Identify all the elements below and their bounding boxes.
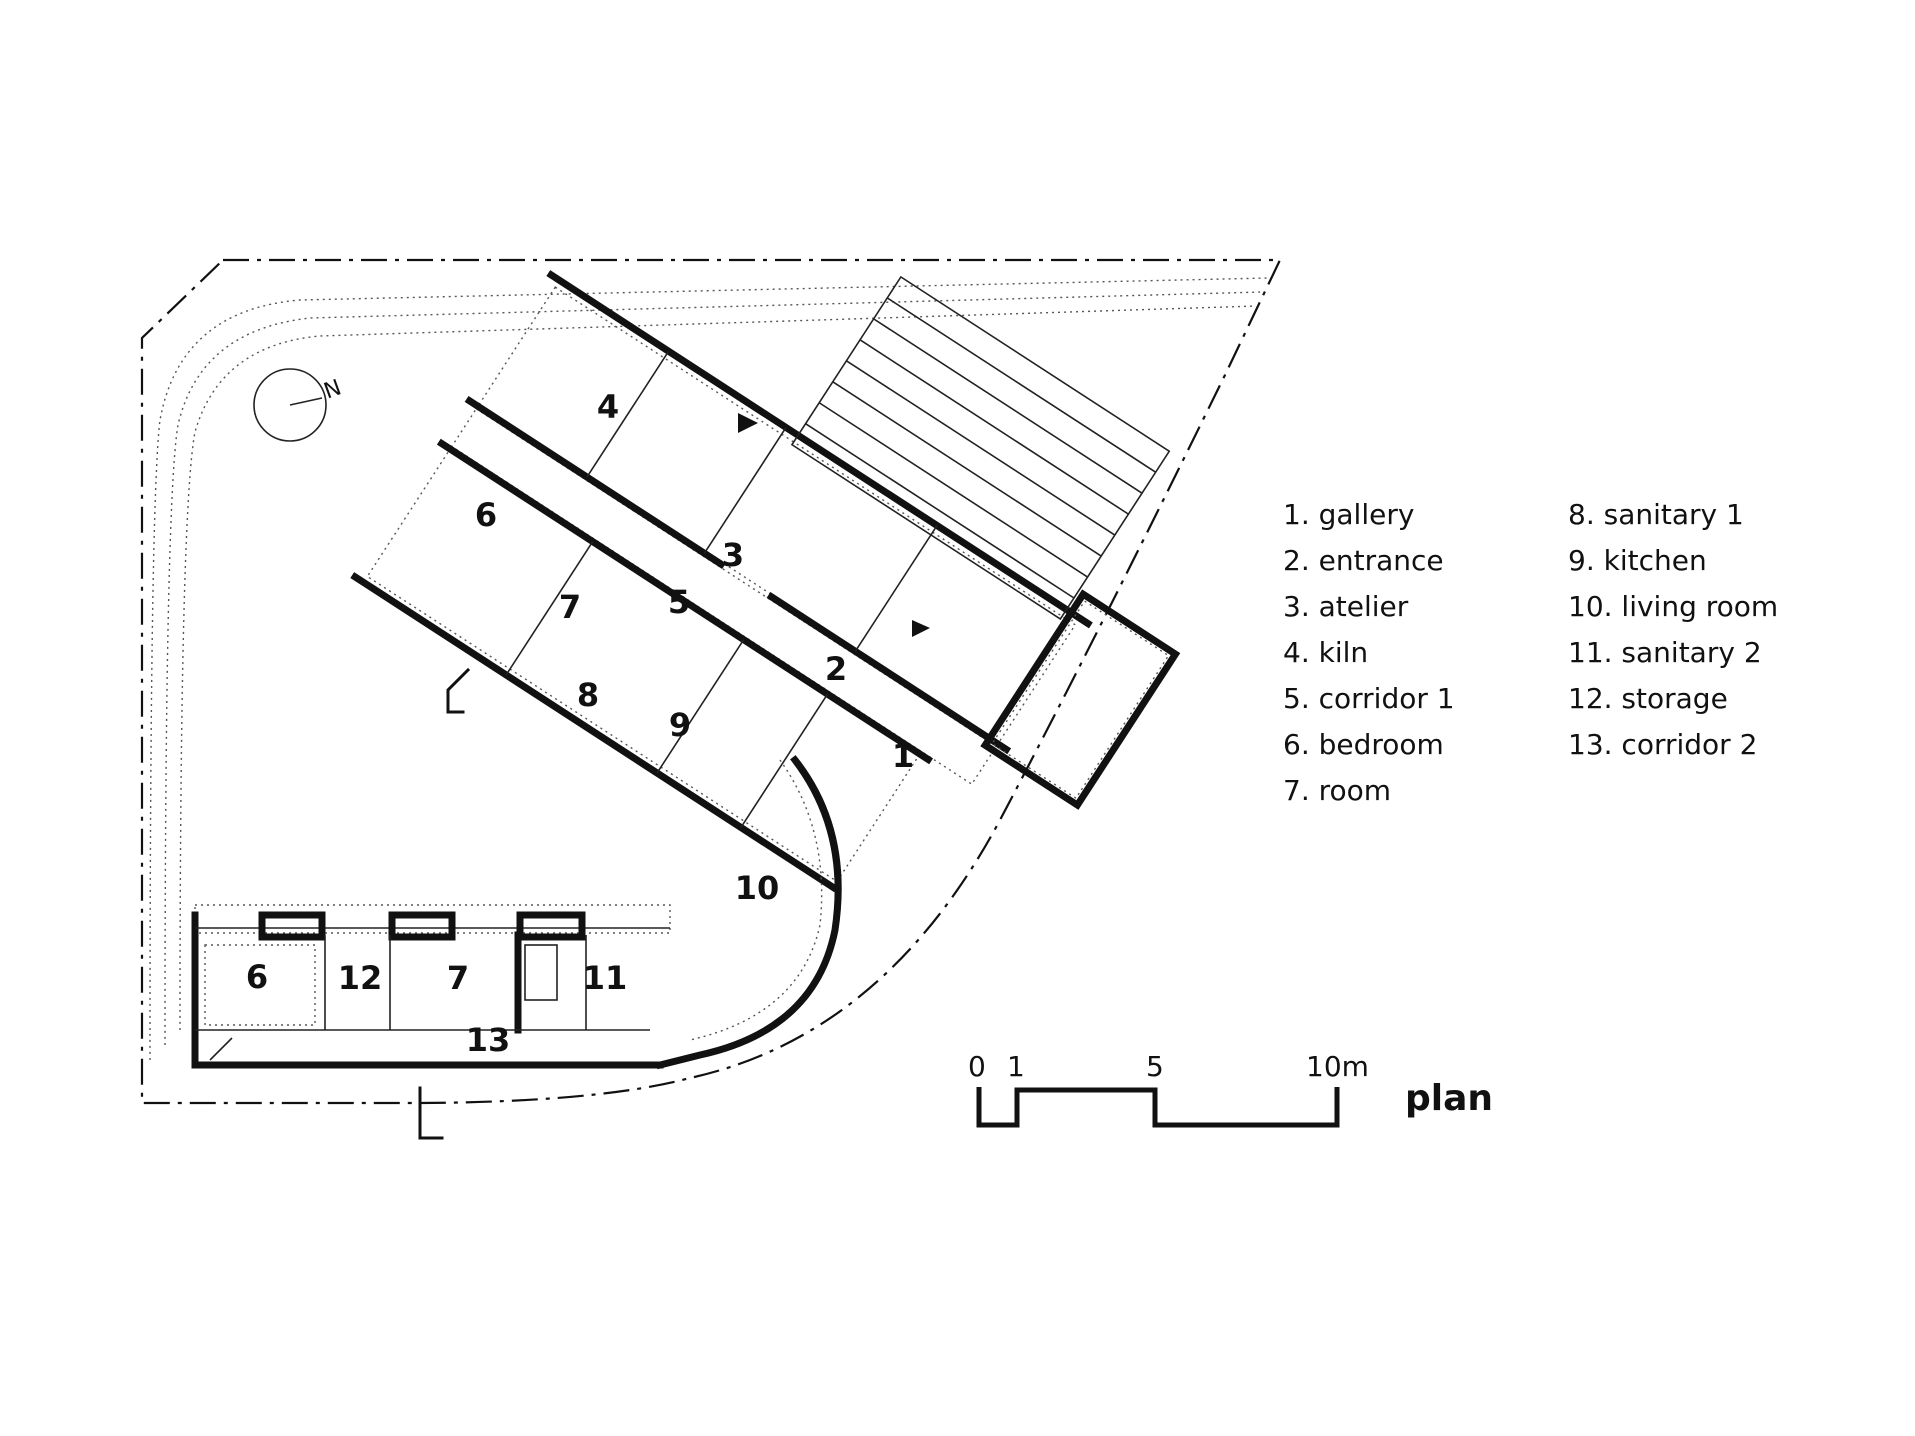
scale-label: 10m — [1306, 1050, 1369, 1083]
north-label: N — [321, 375, 345, 404]
legend-item: 6. bedroom — [1283, 728, 1444, 761]
section-marker — [446, 667, 471, 714]
plan-title: plan — [1405, 1078, 1494, 1119]
room-label: 4 — [597, 388, 619, 426]
north-arrow-icon: N — [253, 368, 345, 442]
room-label: 5 — [668, 583, 690, 621]
legend-item: 8. sanitary 1 — [1568, 498, 1744, 531]
room-label: 1 — [892, 737, 914, 775]
legend-item: 2. entrance — [1283, 544, 1444, 577]
contour-line — [164, 291, 1263, 1046]
legend-item: 13. corridor 2 — [1568, 728, 1758, 761]
contour-line — [149, 277, 1269, 1061]
site-boundary — [140, 258, 1282, 1105]
room-label: 13 — [466, 1021, 511, 1059]
legend-item: 9. kitchen — [1568, 544, 1707, 577]
arrow-marker-icon — [738, 413, 758, 433]
contour-line — [179, 305, 1257, 1031]
scale-label: 1 — [1007, 1050, 1025, 1083]
room-label: 12 — [338, 959, 383, 997]
room-label: 6 — [475, 496, 497, 534]
lower-wing — [191, 904, 671, 1069]
room-label: 2 — [825, 650, 847, 688]
room-label: 10 — [735, 869, 780, 907]
scale-label: 5 — [1146, 1050, 1164, 1083]
legend-item: 12. storage — [1568, 682, 1728, 715]
room-label: 11 — [583, 959, 628, 997]
room-label: 7 — [559, 588, 581, 626]
legend-item: 1. gallery — [1283, 498, 1415, 531]
legend-item: 4. kiln — [1283, 636, 1369, 669]
legend: 1. gallery 8. sanitary 1 2. entrance 9. … — [1283, 497, 1828, 808]
room-label: 7 — [447, 959, 469, 997]
deck-slats — [790, 275, 1171, 621]
scale-label: 0 — [968, 1050, 986, 1083]
section-marker — [418, 1086, 444, 1140]
room-label: 9 — [669, 706, 691, 744]
room-label: 3 — [722, 536, 744, 574]
living-room-inner — [689, 759, 823, 1041]
living-room-curve — [655, 755, 842, 1070]
legend-item: 10. living room — [1568, 590, 1779, 623]
arrow-marker-icon — [912, 620, 930, 637]
legend-item: 5. corridor 1 — [1283, 682, 1455, 715]
legend-item: 7. room — [1283, 774, 1392, 807]
room-label: 8 — [577, 676, 599, 714]
room-label: 6 — [246, 958, 268, 996]
legend-item: 11. sanitary 2 — [1568, 636, 1762, 669]
legend-item: 3. atelier — [1283, 590, 1409, 623]
scale-bar — [976, 1087, 1340, 1128]
diagonal-wing — [350, 270, 1181, 893]
